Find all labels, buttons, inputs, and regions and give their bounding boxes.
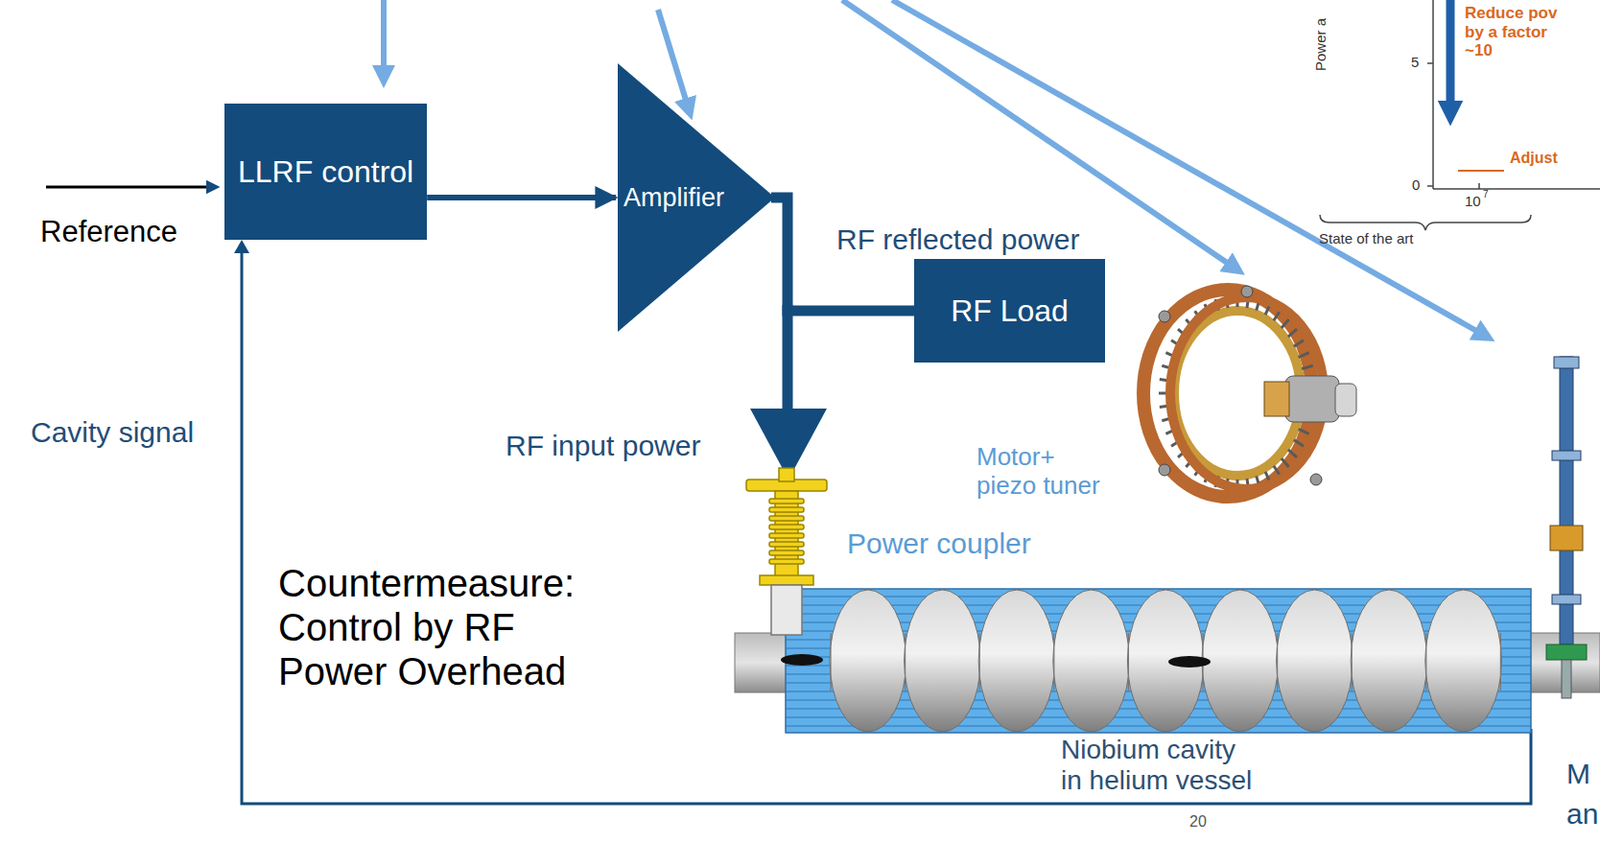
rf-input-arrow <box>750 305 827 480</box>
note: Countermeasure: Control by RF Power Over… <box>278 561 568 694</box>
tick-label: 0 <box>1411 176 1420 193</box>
part-name: M <box>1566 757 1591 792</box>
signal-name: Reference <box>40 214 178 250</box>
chart-note: State of the art <box>1318 230 1413 247</box>
signal-name: Cavity signal <box>30 416 194 450</box>
cavity-cells <box>829 589 1502 732</box>
edge-label: RF reflected power <box>836 223 1080 258</box>
signal-name: RF input power <box>505 429 701 464</box>
motor-piezo-tuner <box>1143 285 1357 497</box>
part-name: an <box>1566 798 1599 832</box>
node-label: RF Load <box>950 293 1069 330</box>
power-coupler <box>746 468 827 636</box>
node-label: Amplifier <box>617 183 725 213</box>
pickup-port <box>1168 656 1211 668</box>
load-box: RF Load <box>914 258 1106 363</box>
axis-title: Power a <box>1312 18 1329 71</box>
tick-label: 10 <box>1464 192 1482 210</box>
node-label: LLRF control <box>237 154 414 190</box>
reference-arrow <box>46 186 213 189</box>
tick-exponent: 7 <box>1482 188 1489 201</box>
coupler-port <box>780 654 824 666</box>
cavity-signal-wire <box>241 251 1531 804</box>
pickup-antenna <box>1546 356 1587 699</box>
chart-fragment <box>1319 0 1600 231</box>
chart-note: Adjust <box>1509 149 1558 167</box>
control-box: LLRF control <box>224 103 427 240</box>
page-number: 20 <box>1189 813 1207 831</box>
tick-label: 5 <box>1411 53 1419 71</box>
chart-note: Reduce pov by a factor ~10 <box>1464 3 1573 61</box>
amplifier-triangle: Amplifier <box>617 63 776 332</box>
helium-vessel <box>785 588 1531 733</box>
part-name: Motor+ piezo tuner <box>976 443 1102 501</box>
part-name: Power coupler <box>847 527 1032 562</box>
cavity-signal-head <box>234 239 250 254</box>
signal-connector <box>426 194 616 201</box>
part-name: Niobium cavity in helium vessel <box>1060 734 1254 797</box>
